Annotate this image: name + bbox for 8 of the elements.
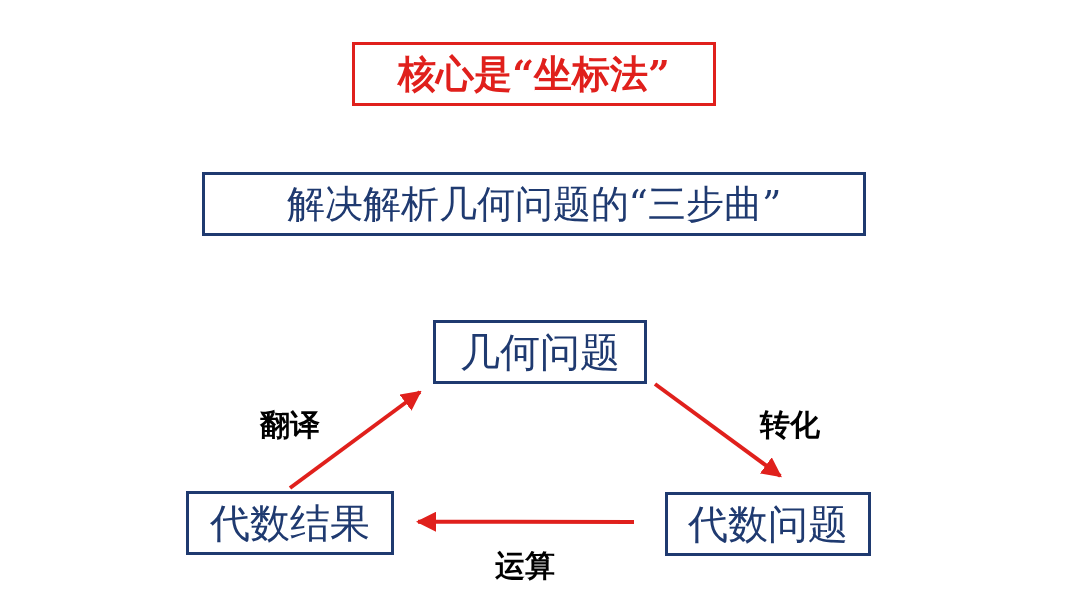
heading-box: 解决解析几何问题的“三步曲”: [202, 172, 866, 236]
arrow: [653, 382, 782, 478]
title-box: 核心是“坐标法”: [352, 42, 716, 106]
process-box: 代数结果: [186, 491, 394, 555]
arrow: [288, 390, 422, 490]
process-box: 几何问题: [433, 320, 647, 384]
process-box: 代数问题: [665, 492, 871, 556]
arrow: [416, 511, 634, 532]
